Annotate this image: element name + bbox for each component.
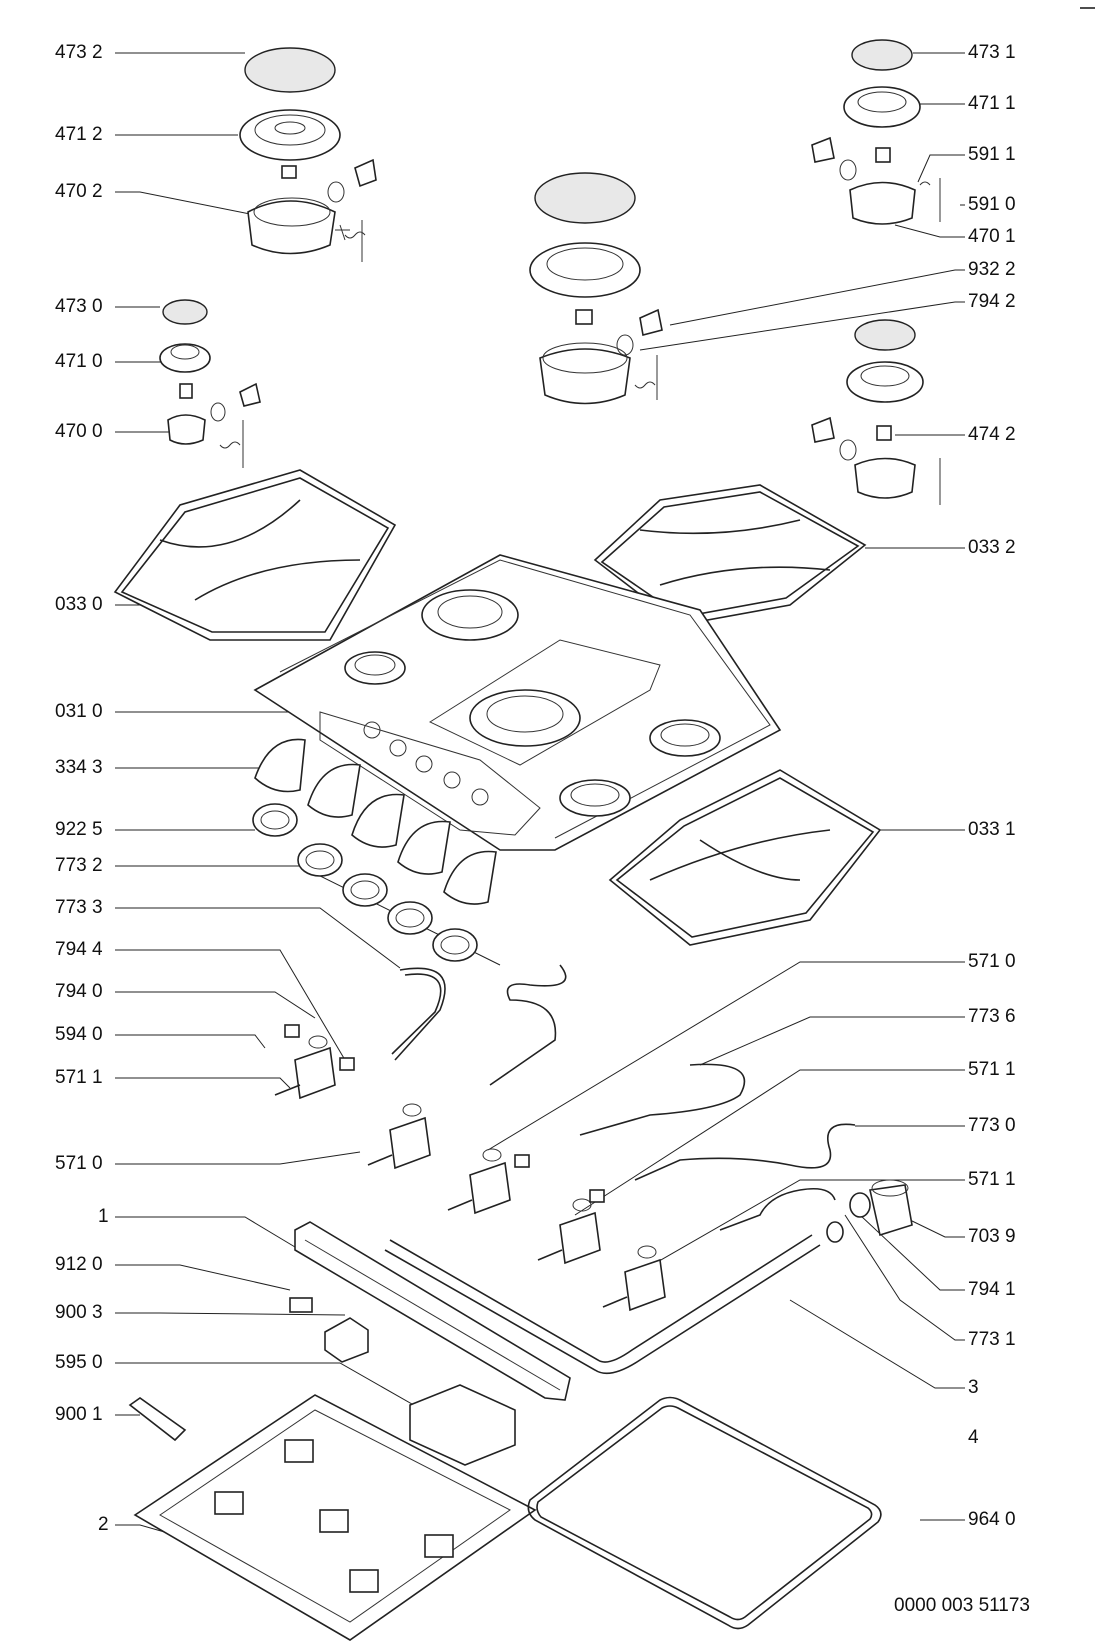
- label-7732: 773 2: [55, 855, 103, 876]
- burner-cap-4732: [244, 47, 336, 93]
- ignition-box-5950: [409, 1384, 516, 1466]
- block-9003: [324, 1317, 369, 1363]
- label-0331: 033 1: [968, 819, 1016, 840]
- burner-crown-4712: [239, 109, 341, 161]
- gas-pipe-4: [384, 1234, 821, 1375]
- label-0310: 031 0: [55, 701, 103, 722]
- label-0332: 033 2: [968, 537, 1016, 558]
- knobs-3343: [254, 738, 497, 905]
- label-9225: 922 5: [55, 819, 103, 840]
- gasket-9640: [527, 1396, 882, 1630]
- label-7736: 773 6: [968, 1006, 1016, 1027]
- burner-base-4702: [247, 158, 377, 262]
- label-9640: 964 0: [968, 1509, 1016, 1530]
- label-9001: 900 1: [55, 1404, 103, 1425]
- label-5950: 595 0: [55, 1352, 103, 1373]
- burner-right-middle: [811, 319, 941, 505]
- label-4731: 473 1: [968, 42, 1016, 63]
- gas-pipes: [391, 964, 856, 1231]
- label-4711: 471 1: [968, 93, 1016, 114]
- label-5710-right: 571 0: [968, 951, 1016, 972]
- label-9322: 932 2: [968, 259, 1016, 280]
- label-7942: 794 2: [968, 291, 1016, 312]
- rings-9225: [252, 803, 478, 962]
- burner-crown-4710: [159, 343, 211, 399]
- label-7039: 703 9: [968, 1226, 1016, 1247]
- label-4700: 470 0: [55, 421, 103, 442]
- label-7733: 773 3: [55, 897, 103, 918]
- label-9003: 900 3: [55, 1302, 103, 1323]
- label-5711-left: 571 1: [55, 1067, 103, 1088]
- label-7944: 794 4: [55, 939, 103, 960]
- document-number: 0000 003 51173: [894, 1595, 1030, 1616]
- label-4730: 473 0: [55, 296, 103, 317]
- pan-support-0331: [608, 769, 882, 946]
- label-7730: 773 0: [968, 1115, 1016, 1136]
- label-3: 3: [968, 1377, 979, 1398]
- burner-cap-4731: [851, 39, 913, 71]
- label-4742: 474 2: [968, 424, 1016, 445]
- label-4732: 473 2: [55, 42, 103, 63]
- label-4701: 470 1: [968, 226, 1016, 247]
- base-tray-2: [133, 1394, 537, 1641]
- pan-support-0330: [113, 469, 397, 641]
- label-5711-right-a: 571 1: [968, 1059, 1016, 1080]
- label-4712: 471 2: [55, 124, 103, 145]
- label-1: 1: [98, 1206, 109, 1227]
- label-0330: 033 0: [55, 594, 103, 615]
- label-3343: 334 3: [55, 757, 103, 778]
- label-5710-left: 571 0: [55, 1153, 103, 1174]
- burner-cap-4730: [162, 299, 208, 325]
- elbow-7039: [826, 1179, 913, 1243]
- label-7941: 794 1: [968, 1279, 1016, 1300]
- label-4710: 471 0: [55, 351, 103, 372]
- label-9120: 912 0: [55, 1254, 103, 1275]
- label-2: 2: [98, 1514, 109, 1535]
- burner-base-4700: [167, 382, 261, 468]
- hob-top-0310: [253, 554, 782, 851]
- burner-crown-4711: [843, 86, 921, 128]
- bolt-9120: [289, 1297, 313, 1313]
- label-7940: 794 0: [55, 981, 103, 1002]
- label-5711-right-b: 571 1: [968, 1169, 1016, 1190]
- burner-base-4701: [811, 136, 941, 225]
- manifold-rail-1: [294, 1221, 571, 1401]
- burner-center: [529, 172, 663, 405]
- gas-valves: [274, 1024, 666, 1312]
- label-5910: 591 0: [968, 194, 1016, 215]
- label-7731: 773 1: [968, 1329, 1016, 1350]
- label-5940: 594 0: [55, 1024, 103, 1045]
- label-4: 4: [968, 1427, 979, 1448]
- label-5911: 591 1: [968, 144, 1016, 165]
- leader-lines-right: [487, 52, 965, 1521]
- label-4702: 470 2: [55, 181, 103, 202]
- clip-9001: [128, 1397, 187, 1442]
